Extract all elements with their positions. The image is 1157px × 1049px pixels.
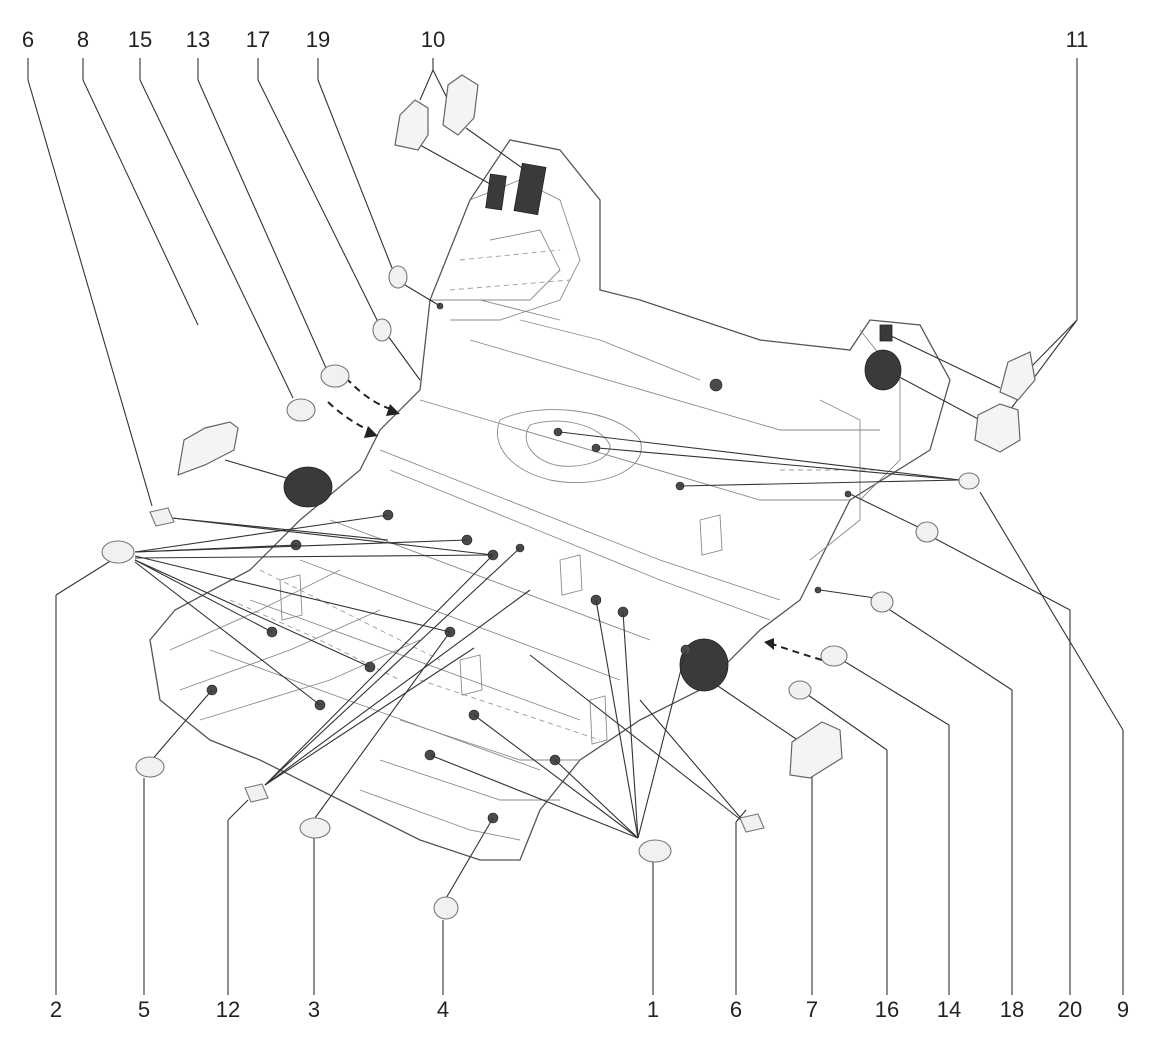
installed-pads (283, 162, 902, 692)
callout-6-top: 6 (22, 27, 34, 52)
callout-20: 20 (1058, 997, 1082, 1022)
callout-8: 8 (77, 27, 89, 52)
callout-17: 17 (246, 27, 270, 52)
callout-7: 7 (806, 997, 818, 1022)
plug-16 (788, 680, 812, 700)
pad-6-top (149, 507, 175, 527)
plug-19 (388, 265, 408, 289)
callout-16: 16 (875, 997, 899, 1022)
pad-8 (177, 421, 239, 476)
top-callouts: 6 8 15 13 17 19 10 11 (22, 27, 1089, 52)
leader-lines (27, 58, 1124, 995)
callout-10: 10 (421, 27, 445, 52)
callout-13: 13 (186, 27, 210, 52)
pad-10b (442, 74, 479, 136)
plug-20 (915, 521, 939, 543)
insertion-arrows (327, 377, 823, 661)
plug-5 (135, 756, 165, 778)
pad-7 (789, 721, 843, 779)
pad-11b (974, 403, 1021, 453)
callout-6-bottom: 6 (730, 997, 742, 1022)
plug-13 (320, 364, 350, 388)
callout-4: 4 (437, 997, 449, 1022)
callout-11: 11 (1066, 27, 1089, 52)
callout-18: 18 (1000, 997, 1024, 1022)
callout-15: 15 (128, 27, 152, 52)
callout-9: 9 (1117, 997, 1129, 1022)
pad-10a (394, 99, 429, 151)
plug-2 (101, 540, 135, 564)
plug-17 (372, 318, 392, 342)
plug-14 (820, 645, 848, 667)
plug-9 (958, 472, 980, 490)
plug-4 (433, 896, 459, 920)
plug-15 (286, 398, 316, 422)
callout-14: 14 (937, 997, 961, 1022)
callout-1: 1 (647, 997, 659, 1022)
pad-12 (244, 783, 269, 803)
plug-1 (638, 839, 672, 863)
loose-parts (101, 74, 1036, 920)
plug-3 (299, 817, 331, 839)
callout-19: 19 (306, 27, 330, 52)
callout-2: 2 (50, 997, 62, 1022)
callout-12: 12 (216, 997, 240, 1022)
pad-11a (999, 351, 1036, 401)
bottom-callouts: 2 5 12 3 4 1 6 7 16 14 18 20 9 (50, 997, 1129, 1022)
pad-6-bottom (739, 813, 765, 833)
callout-3: 3 (308, 997, 320, 1022)
callout-5: 5 (138, 997, 150, 1022)
plug-18 (870, 591, 894, 613)
